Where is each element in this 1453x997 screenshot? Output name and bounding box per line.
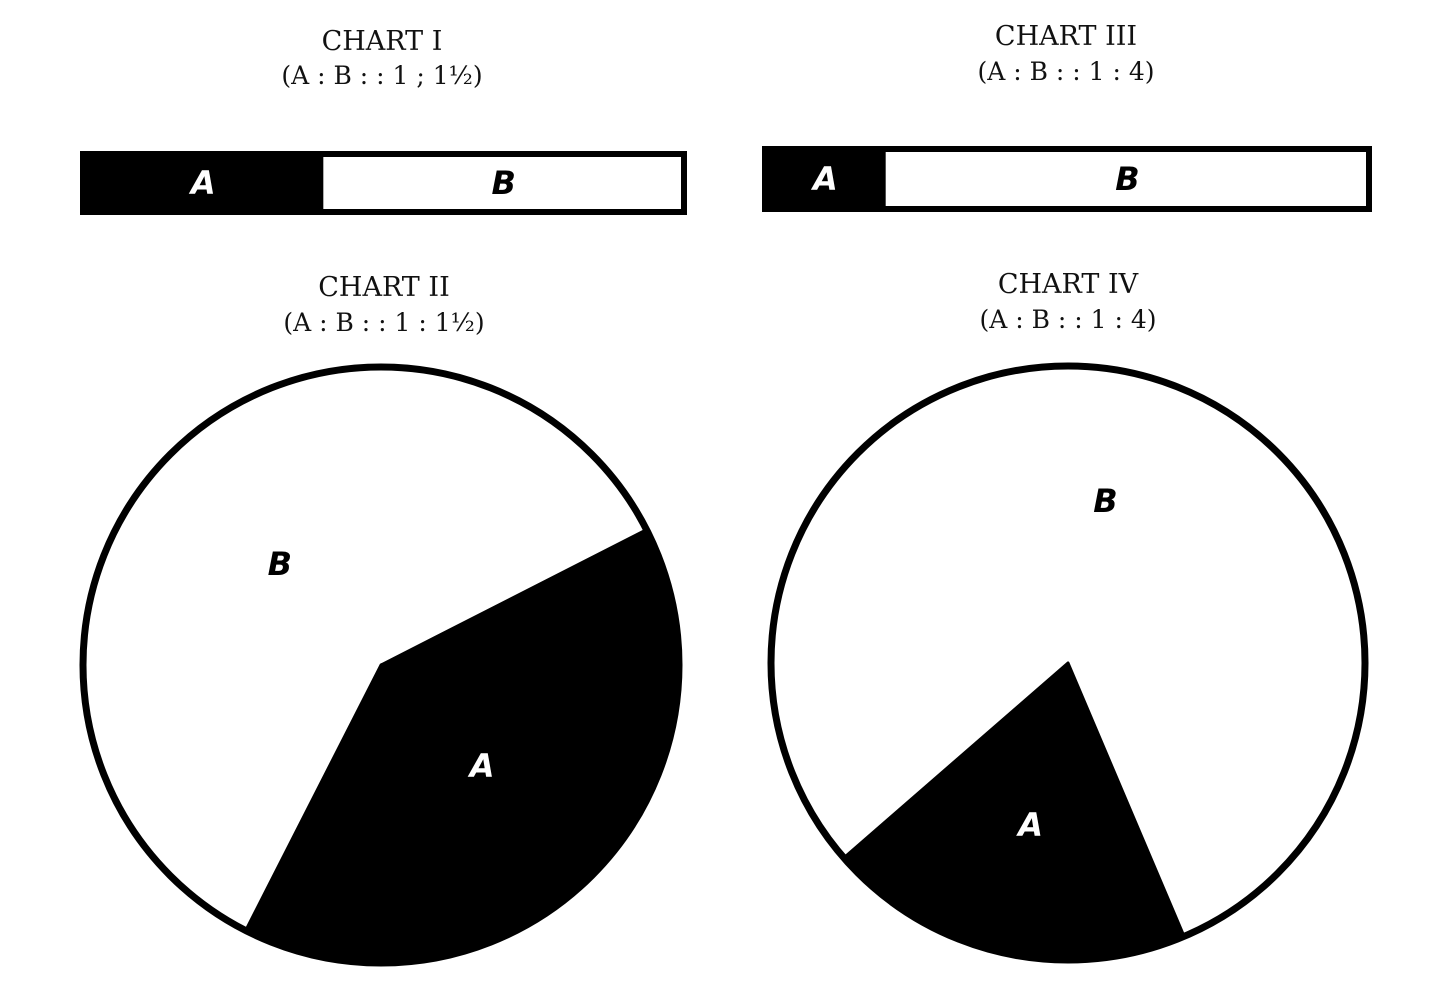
chart-3-ratio: (A : B : : 1 : 4) <box>977 57 1154 86</box>
chart-3-bar-outline <box>762 146 1372 212</box>
chart-1-label-b: B <box>492 164 516 202</box>
chart-4-ratio: (A : B : : 1 : 4) <box>979 305 1156 334</box>
chart-2-title: CHART II <box>318 272 449 303</box>
chart-4-pie-outline <box>767 362 1369 964</box>
chart-4-title: CHART IV <box>998 269 1139 300</box>
chart-2-ratio: (A : B : : 1 : 1½) <box>283 308 484 337</box>
chart-2-pie: AB <box>79 363 683 967</box>
chart-1-bar-outline <box>80 151 687 215</box>
chart-1-label-a: A <box>188 164 216 202</box>
chart-2: CHART II (A : B : : 1 : 1½) AB <box>79 272 683 967</box>
chart-3-label-b: B <box>1115 160 1139 198</box>
chart-3-segment-b <box>885 149 1369 209</box>
chart-3-segment-a <box>765 149 886 209</box>
chart-3-title: CHART III <box>995 21 1137 52</box>
chart-1-segment-b <box>323 154 684 212</box>
chart-4-slice-label-a: A <box>1015 806 1043 844</box>
chart-2-slice-label-b: B <box>268 545 292 583</box>
chart-1-segment-a <box>83 154 324 212</box>
chart-4-slice-label-b: B <box>1093 482 1117 520</box>
chart-1-title: CHART I <box>322 26 443 57</box>
chart-2-pie-outline <box>79 363 683 967</box>
chart-3-label-a: A <box>810 160 838 198</box>
chart-4: CHART IV (A : B : : 1 : 4) AB <box>767 269 1369 964</box>
chart-1-ratio: (A : B : : 1 ; 1½) <box>281 61 482 90</box>
chart-4-pie: AB <box>767 362 1369 964</box>
chart-2-slice-label-a: A <box>467 747 495 785</box>
